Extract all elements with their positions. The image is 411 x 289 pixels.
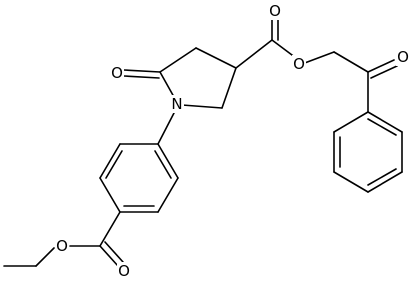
bond-ar-6 bbox=[157, 143, 179, 179]
svg-text:O: O bbox=[269, 2, 281, 20]
bond-ketone-co-1 bbox=[367, 59, 395, 73]
atom-o-ester-carbonyl: O bbox=[268, 2, 282, 20]
bond-o-ch2 bbox=[301, 51, 335, 65]
bond-ar-inner-1 bbox=[105, 150, 123, 179]
atom-o-phenacyl-ketone: O bbox=[396, 48, 410, 66]
bond-ring-c2-n bbox=[181, 104, 223, 109]
bond-c3-ester-c bbox=[235, 39, 273, 69]
bond-ring-c4-c3 bbox=[195, 47, 237, 69]
bond-ph-4 bbox=[367, 171, 403, 193]
bond-lower-co-2 bbox=[104, 241, 124, 263]
bond-ph-1 bbox=[333, 111, 369, 133]
bond-n-aryl bbox=[157, 112, 175, 145]
atom-o-ester-ether: O bbox=[292, 55, 306, 73]
bond-ring-carbonyl-1 bbox=[123, 69, 161, 73]
bond-ketone-co-2 bbox=[370, 65, 398, 79]
svg-text:O: O bbox=[111, 64, 123, 82]
bond-lower-co-1 bbox=[99, 245, 119, 267]
bond-ph-inner-2 bbox=[367, 168, 397, 186]
bond-ph-6 bbox=[367, 111, 403, 133]
bond-ar-3 bbox=[99, 177, 121, 213]
bond-ar-2 bbox=[99, 143, 121, 179]
atom-o-lower-ether: O bbox=[55, 237, 69, 255]
bond-lower-o-ch2 bbox=[35, 247, 55, 267]
bond-ring-c3-c2 bbox=[221, 67, 237, 109]
bond-ar-inner-3 bbox=[154, 150, 172, 179]
bond-ar-ester-c bbox=[99, 211, 121, 247]
svg-text:N: N bbox=[171, 95, 182, 113]
bond-ar-5 bbox=[157, 177, 179, 213]
svg-text:O: O bbox=[397, 48, 409, 66]
bond-ring-n-c5 bbox=[159, 71, 175, 98]
atom-n-ring: N bbox=[170, 95, 184, 113]
bond-ring-c5-c4 bbox=[159, 47, 197, 73]
bond-ring-carbonyl-2 bbox=[123, 75, 160, 79]
atom-o-lower-carbonyl: O bbox=[117, 262, 131, 280]
atom-o-ketone-ring: O bbox=[110, 64, 124, 82]
svg-text:O: O bbox=[56, 237, 68, 255]
bond-ph-inner-3 bbox=[367, 118, 397, 136]
svg-text:O: O bbox=[118, 262, 130, 280]
svg-text:O: O bbox=[293, 55, 305, 73]
bond-ch2-ketone-c bbox=[333, 51, 369, 73]
bond-ph-3 bbox=[333, 171, 369, 193]
